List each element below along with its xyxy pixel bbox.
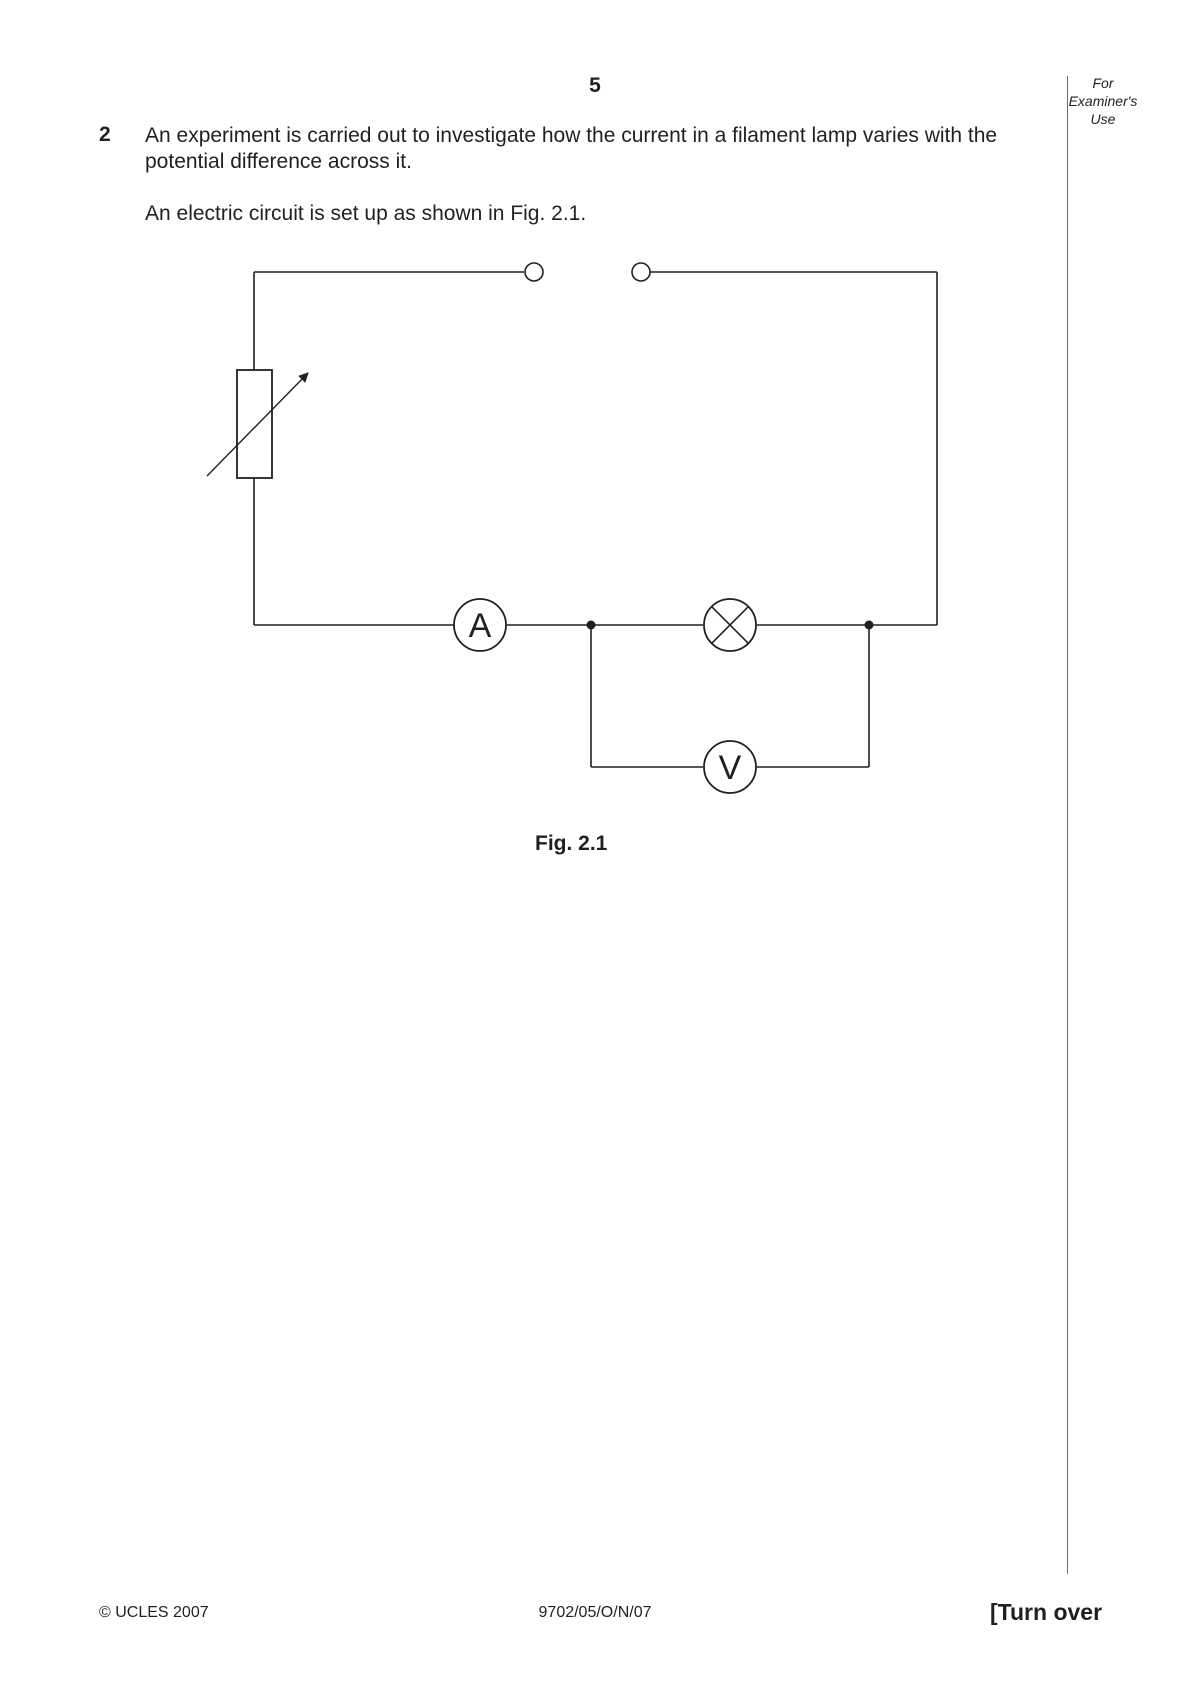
examiner-use-label: For Examiner's Use [1062, 74, 1144, 128]
examiner-margin-rule [1067, 76, 1068, 1574]
junction-left [586, 620, 596, 630]
footer-turn-over: [Turn over [990, 1599, 1103, 1625]
question-intro: An electric circuit is set up as shown i… [145, 202, 587, 225]
question-number: 2 [99, 123, 111, 146]
circuit-diagram: A V [206, 262, 938, 794]
ammeter-label: A [469, 607, 492, 645]
examiner-label-line-3: Use [1090, 111, 1116, 127]
filament-lamp [703, 598, 757, 652]
examiner-label-line-1: For [1092, 75, 1114, 91]
footer-paper-code: 9702/05/O/N/07 [538, 1604, 652, 1621]
voltmeter-label: V [719, 749, 742, 787]
voltmeter: V [703, 740, 757, 794]
junction-right [864, 620, 874, 630]
terminal-right [631, 262, 651, 282]
page-number: 5 [589, 74, 601, 97]
variable-resistor [206, 369, 309, 479]
examiner-label-line-2: Examiner's [1068, 93, 1138, 109]
terminal-left [524, 262, 544, 282]
question-text: An experiment is carried out to investig… [145, 124, 998, 173]
footer-copyright: © UCLES 2007 [99, 1604, 209, 1621]
figure-caption: Fig. 2.1 [535, 832, 608, 855]
ammeter: A [453, 598, 507, 652]
